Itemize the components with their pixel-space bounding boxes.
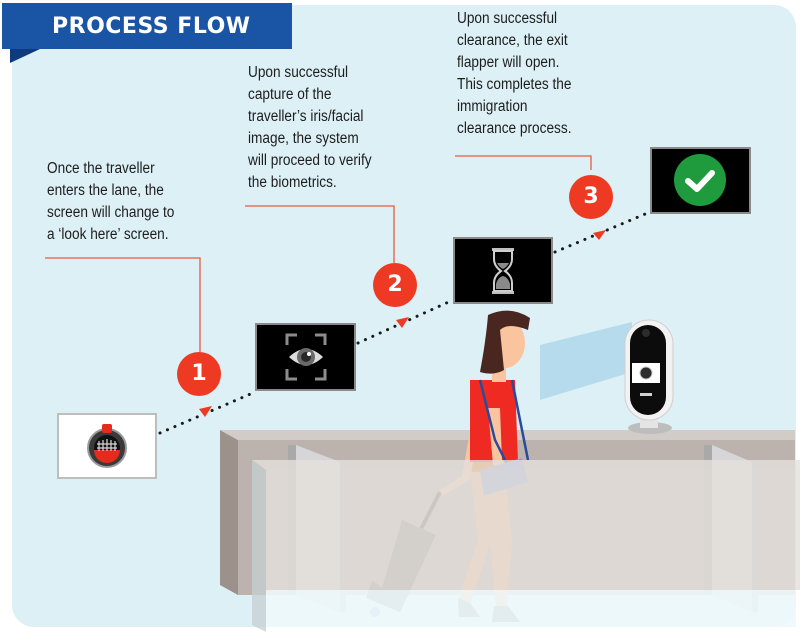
arrow-head-1 bbox=[199, 406, 212, 417]
flow-path-3 bbox=[553, 210, 652, 254]
arrow-head-2 bbox=[396, 317, 409, 328]
step-2-description: Upon successful capture of the traveller… bbox=[248, 62, 372, 194]
text-line: will proceed to verify bbox=[248, 152, 372, 169]
step-1-description: Once the traveller enters the lane, the … bbox=[47, 158, 174, 246]
floor bbox=[266, 590, 796, 627]
arrow-head-3 bbox=[593, 230, 606, 240]
front-counter-top bbox=[252, 460, 800, 470]
step-3-badge: 3 bbox=[569, 175, 613, 219]
text-line: This completes the bbox=[457, 76, 572, 93]
callout-line-3 bbox=[455, 155, 592, 170]
title-banner: PROCESS FLOW bbox=[2, 3, 292, 49]
immigration-crest-icon bbox=[87, 424, 127, 468]
kiosk-crest-icon bbox=[639, 366, 653, 380]
text-line: screen will change to bbox=[47, 204, 175, 221]
verifying-screen bbox=[453, 237, 553, 304]
front-counter-side bbox=[252, 460, 266, 632]
traveller-front-arm bbox=[488, 408, 520, 477]
checkmark-icon bbox=[674, 154, 726, 206]
text-line: a ‘look here’ screen. bbox=[47, 226, 169, 243]
kiosk-slot bbox=[640, 393, 652, 396]
text-line: Upon successful bbox=[457, 10, 558, 27]
text-line: Upon successful bbox=[248, 64, 349, 81]
flow-path-1 bbox=[158, 390, 257, 435]
banner-ribbon-tail bbox=[10, 49, 40, 63]
step-3-description: Upon successful clearance, the exit flap… bbox=[457, 8, 571, 140]
callout-line-1 bbox=[45, 257, 201, 352]
text-line: flapper will open. bbox=[457, 54, 560, 71]
initial-screen bbox=[57, 413, 157, 479]
text-line: clearance process. bbox=[457, 120, 572, 137]
success-screen bbox=[650, 147, 751, 214]
eye-scan-icon bbox=[285, 333, 327, 381]
counter-side bbox=[220, 430, 238, 595]
text-line: immigration bbox=[457, 98, 528, 115]
front-counter-front bbox=[266, 470, 800, 590]
flow-path-2 bbox=[356, 298, 455, 345]
bag-strap-back bbox=[510, 379, 530, 461]
text-line: enters the lane, the bbox=[47, 182, 164, 199]
look-here-screen bbox=[255, 323, 356, 391]
kiosk-camera bbox=[642, 329, 650, 337]
scan-beam bbox=[540, 322, 632, 400]
step-2-badge: 2 bbox=[373, 263, 417, 307]
text-line: Once the traveller bbox=[47, 160, 155, 177]
text-line: clearance, the exit bbox=[457, 32, 568, 49]
hourglass-icon bbox=[492, 248, 514, 294]
traveller-hair bbox=[480, 310, 530, 374]
text-line: the biometrics. bbox=[248, 174, 337, 191]
callout-line-2 bbox=[245, 205, 395, 263]
text-line: capture of the bbox=[248, 86, 332, 103]
step-1-badge: 1 bbox=[177, 352, 221, 396]
page-title: PROCESS FLOW bbox=[52, 14, 251, 39]
text-line: traveller’s iris/facial bbox=[248, 108, 364, 125]
text-line: image, the system bbox=[248, 130, 359, 147]
